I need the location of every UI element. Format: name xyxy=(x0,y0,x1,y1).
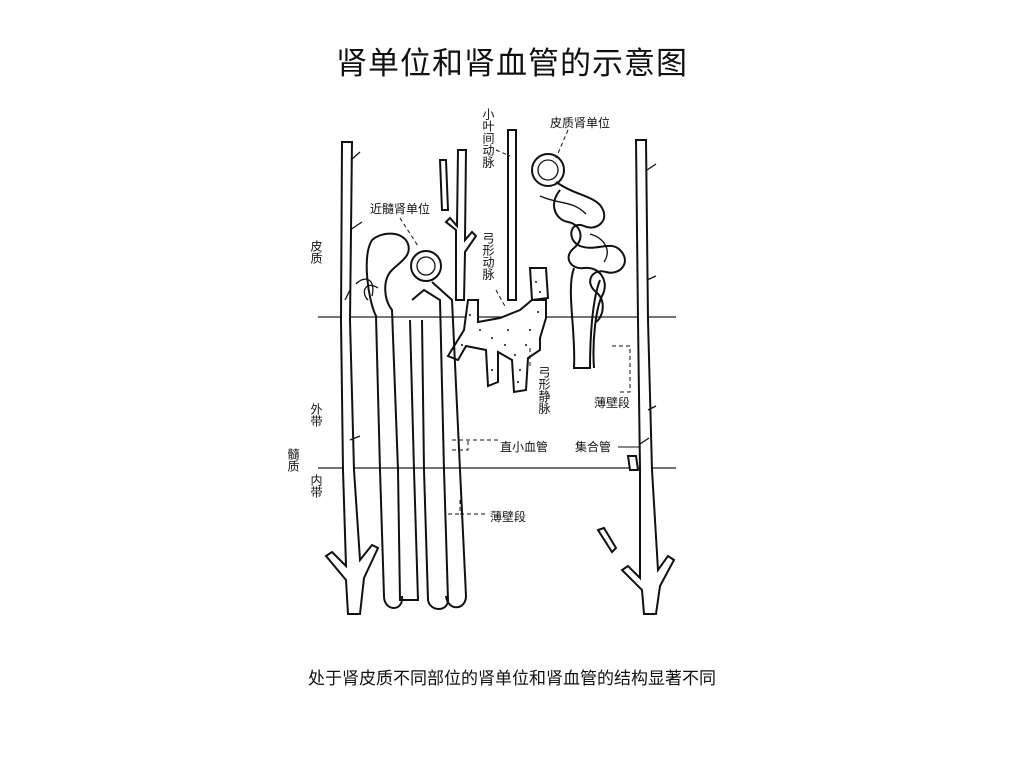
juxtamedullary-nephron xyxy=(355,232,468,610)
label-arcuate-artery: 弓形动脉 xyxy=(481,232,495,280)
arcuate-artery-dots xyxy=(461,281,541,383)
label-collecting-duct: 集合管 xyxy=(575,439,611,454)
interlobular-artery-trunk xyxy=(438,129,517,301)
leader-lines xyxy=(399,129,640,515)
cortical-nephron xyxy=(531,153,626,369)
label-vasa-recta: 直小血管 xyxy=(500,439,548,454)
label-cortex: 皮质 xyxy=(309,240,323,264)
label-arcuate-vein: 弓形静脉 xyxy=(537,366,551,414)
slide-title: 肾单位和肾血管的示意图 xyxy=(336,46,688,82)
label-inner-zone: 内带 xyxy=(309,474,323,498)
label-medulla: 髓质 xyxy=(286,448,300,472)
label-thin-segment-bottom: 薄壁段 xyxy=(490,509,526,524)
right-vessel xyxy=(596,139,676,615)
label-thin-segment-right: 薄壁段 xyxy=(594,395,630,410)
label-cortical-nephron: 皮质肾单位 xyxy=(550,115,610,130)
label-interlobular-artery: 小叶间动脉 xyxy=(481,108,495,168)
label-juxtamedullary-nephron: 近髓肾单位 xyxy=(370,201,430,216)
slide-caption: 处于肾皮质不同部位的肾单位和肾血管的结构显著不同 xyxy=(308,669,716,689)
label-outer-zone: 外带 xyxy=(309,403,323,427)
left-interlobular-vessel xyxy=(324,141,380,615)
arcuate-artery xyxy=(446,267,550,394)
